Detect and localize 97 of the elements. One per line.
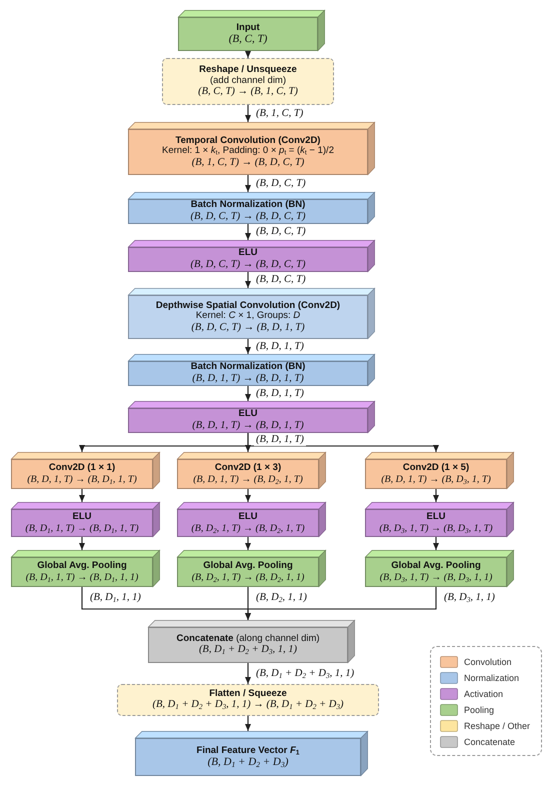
edge-label: (B, 1, C, T) <box>254 108 306 120</box>
tensor-dims-label: (B, D$_{1}$, 1, T) → (B, D$_{1}$, 1, T) <box>24 522 140 534</box>
layer-title: Flatten / Squeeze <box>208 688 288 700</box>
legend-label: Pooling <box>464 705 494 715</box>
layer-title: Global Avg. Pooling <box>36 561 128 572</box>
layer-detail: Kernel: 1 × k$_{t}$, Padding: 0 × p$_{t}$ = (k$_{t}$ − 1)/2 <box>161 146 335 157</box>
tensor-dims-label: (B, D, 1, T) → (B, D$_{3}$, 1, T) <box>380 474 492 485</box>
legend-label: Reshape / Other <box>464 721 530 731</box>
arrow <box>79 537 85 550</box>
layer-title: Batch Normalization (BN) <box>190 200 306 211</box>
legend-label: Normalization <box>464 673 520 683</box>
layer-title: Final Feature Vector F$_{1}$ <box>196 746 300 756</box>
layer-block <box>128 240 375 272</box>
arrow <box>79 489 85 502</box>
tensor-dims-label: (B, D$_{3}$, 1, T) → (B, D$_{3}$, 1, T) <box>378 522 494 534</box>
layer-title: Reshape / Unsqueeze <box>198 65 298 76</box>
edge-label: (B, D, 1, T) <box>254 388 306 400</box>
layer-title: Input <box>235 22 261 34</box>
tensor-dims-label: (B, D$_{1}$ + D$_{2}$ + D$_{3}$, 1, 1) <box>198 644 298 656</box>
arrow <box>433 537 439 550</box>
tensor-dims-label: (B, D, 1, T) → (B, D, 1, T) <box>191 420 305 432</box>
legend-label: Concatenate <box>464 737 516 747</box>
tensor-dims-label: (B, D, C, T) → (B, D, 1, T) <box>190 322 306 334</box>
layer-block <box>365 502 514 537</box>
layer-title: Temporal Convolution (Conv2D) <box>174 136 322 146</box>
arrow <box>245 51 251 58</box>
layer-detail: Kernel: C × 1, Groups: D <box>194 311 302 322</box>
edge-label: (B, D, C, T) <box>254 178 308 190</box>
layer-block <box>11 502 160 537</box>
layer-title: ELU <box>72 512 92 523</box>
edge-label: (B, D, 1, T) <box>254 340 306 352</box>
arrow <box>245 663 251 684</box>
layer-title: Concatenate (along channel dim) <box>175 634 321 644</box>
layer-block <box>11 550 160 587</box>
arrow <box>245 386 251 401</box>
layer-block <box>365 452 514 489</box>
arrow <box>245 175 251 192</box>
tensor-dims-label: (B, D, 1, T) → (B, D$_{1}$, 1, T) <box>26 474 138 485</box>
arrow <box>245 537 251 550</box>
arrow <box>245 224 251 240</box>
edge-label: (B, D$_{3}$, 1, 1) <box>442 592 497 604</box>
layer-title: ELU <box>238 512 258 523</box>
legend-label: Convolution <box>464 657 512 667</box>
tensor-dims-label: (B, D$_{2}$, 1, T) → (B, D$_{2}$, 1, 1) <box>190 572 306 583</box>
arrow <box>245 716 251 731</box>
edge-label: (B, D$_{1}$, 1, 1) <box>88 592 143 604</box>
legend-label: Activation <box>464 689 504 699</box>
layer-block <box>135 731 368 776</box>
tensor-dims-label: (B, D, 1, T) → (B, D$_{2}$, 1, T) <box>192 474 304 485</box>
layer-block <box>177 550 326 587</box>
layer-block <box>148 620 355 663</box>
tensor-dims-label: (B, D$_{1}$ + D$_{2}$ + D$_{3}$, 1, 1) → (B, D$_{1}$ + D$_{2}$ + D$_{3}$) <box>152 699 344 712</box>
operation-box <box>117 684 379 716</box>
layer-block <box>128 288 375 339</box>
layer-detail: (add channel dim) <box>208 76 288 86</box>
tensor-dims-label: (B, D$_{1}$ + D$_{2}$ + D$_{3}$) <box>206 756 290 768</box>
layer-block <box>128 354 375 386</box>
layer-title: Global Avg. Pooling <box>202 561 294 572</box>
arrow <box>245 339 251 354</box>
arrow <box>245 489 251 502</box>
edge-label: (B, D, 1, T) <box>254 434 306 446</box>
edge-label: (B, D, C, T) <box>254 226 308 238</box>
layer-title: Global Avg. Pooling <box>390 561 482 572</box>
tensor-dims-label: (B, D$_{3}$, 1, T) → (B, D$_{3}$, 1, 1) <box>378 572 494 583</box>
layer-title: Conv2D (1 × 1) <box>48 463 116 474</box>
layer-block <box>177 452 326 489</box>
tensor-dims-label: (B, C, T) → (B, 1, C, T) <box>197 86 299 98</box>
edge-label: (B, D$_{1}$ + D$_{2}$ + D$_{3}$, 1, 1) <box>254 668 356 680</box>
arrow <box>245 272 251 288</box>
tensor-dims-label: (B, 1, C, T) → (B, D, C, T) <box>190 156 306 168</box>
layer-title: ELU <box>426 512 446 523</box>
layer-title: ELU <box>238 248 258 259</box>
layer-block <box>128 401 375 433</box>
operation-box <box>162 58 334 105</box>
layer-block <box>178 10 325 51</box>
layer-title: Conv2D (1 × 3) <box>214 463 282 474</box>
tensor-dims-label: (B, D, 1, T) → (B, D, 1, T) <box>191 372 305 385</box>
tensor-dims-label: (B, C, T) <box>228 33 268 46</box>
arrow <box>245 105 251 122</box>
edge-label: (B, D$_{2}$, 1, 1) <box>254 592 309 604</box>
layer-block <box>177 502 326 537</box>
layer-title: Batch Normalization (BN) <box>190 362 306 373</box>
layer-block <box>128 192 375 224</box>
layer-block <box>365 550 514 587</box>
layer-title: Conv2D (1 × 5) <box>402 463 470 474</box>
tensor-dims-label: (B, D$_{1}$, 1, T) → (B, D$_{1}$, 1, 1) <box>24 572 140 583</box>
tensor-dims-label: (B, D, C, T) → (B, D, C, T) <box>190 258 306 271</box>
arrow <box>247 433 439 452</box>
layer-title: ELU <box>238 409 258 420</box>
layer-block <box>128 122 375 175</box>
arrow <box>245 587 437 620</box>
edge-label: (B, D, C, T) <box>254 274 308 286</box>
layer-title: Depthwise Spatial Convolution (Conv2D) <box>154 300 342 311</box>
tensor-dims-label: (B, D, C, T) → (B, D, C, T) <box>190 210 306 223</box>
arrow <box>433 489 439 502</box>
tensor-dims-label: (B, D$_{2}$, 1, T) → (B, D$_{2}$, 1, T) <box>190 522 306 534</box>
layer-block <box>11 452 160 489</box>
